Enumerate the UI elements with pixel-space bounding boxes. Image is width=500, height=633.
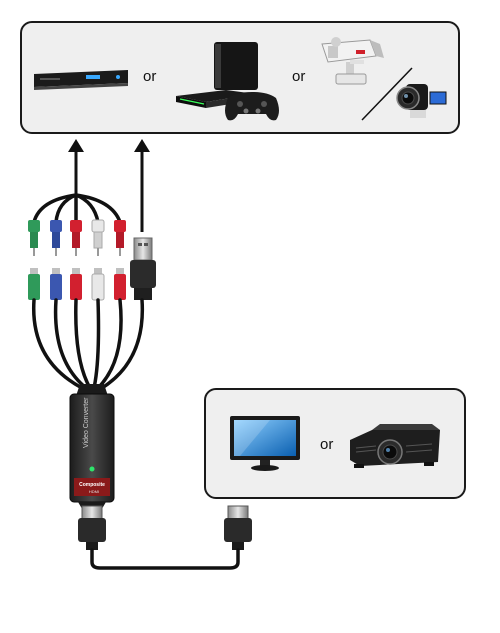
hdmi-plug-icon bbox=[78, 505, 106, 550]
rca-plug-icon bbox=[50, 220, 62, 256]
rca-plug-icon bbox=[91, 219, 105, 256]
rca-plug-icon bbox=[28, 268, 40, 300]
lower-cable-bundle bbox=[31, 298, 145, 390]
rca-plug-row-bottom bbox=[28, 268, 126, 301]
converter-input-label: Composite bbox=[79, 482, 105, 488]
divider-slash bbox=[361, 67, 413, 121]
or-label-1: or bbox=[143, 68, 157, 85]
usb-plug-icon bbox=[130, 237, 156, 300]
hdmi-cable bbox=[78, 505, 252, 570]
video-converter-box bbox=[69, 384, 115, 512]
rca-plug-icon bbox=[114, 220, 126, 256]
dvd-player-icon bbox=[34, 70, 128, 90]
or-label-2: or bbox=[292, 68, 306, 85]
power-led bbox=[89, 466, 95, 472]
converter-title: Video Converter bbox=[83, 397, 90, 448]
rca-plug-icon bbox=[28, 220, 40, 256]
rca-plug-icon bbox=[114, 268, 126, 300]
upper-cable-fan bbox=[32, 193, 122, 224]
rca-plug-icon bbox=[50, 268, 62, 300]
rca-plug-icon bbox=[70, 268, 82, 300]
rca-plug-icon bbox=[70, 220, 82, 256]
gamepad-icon bbox=[225, 92, 279, 121]
converter-output-label: HDMI bbox=[89, 489, 99, 494]
arrow-to-sources bbox=[68, 139, 84, 195]
hdmi-plug-icon bbox=[224, 505, 252, 550]
rca-plug-icon bbox=[91, 268, 105, 301]
camcorder-icon bbox=[396, 84, 447, 118]
tv-monitor-icon bbox=[230, 416, 300, 471]
game-console-icon bbox=[176, 42, 258, 108]
rca-plug-row-top bbox=[28, 219, 126, 256]
security-camera-icon bbox=[321, 37, 384, 85]
or-label-display: or bbox=[320, 436, 334, 453]
arrow-usb-power bbox=[134, 139, 150, 232]
projector-icon bbox=[350, 424, 440, 468]
